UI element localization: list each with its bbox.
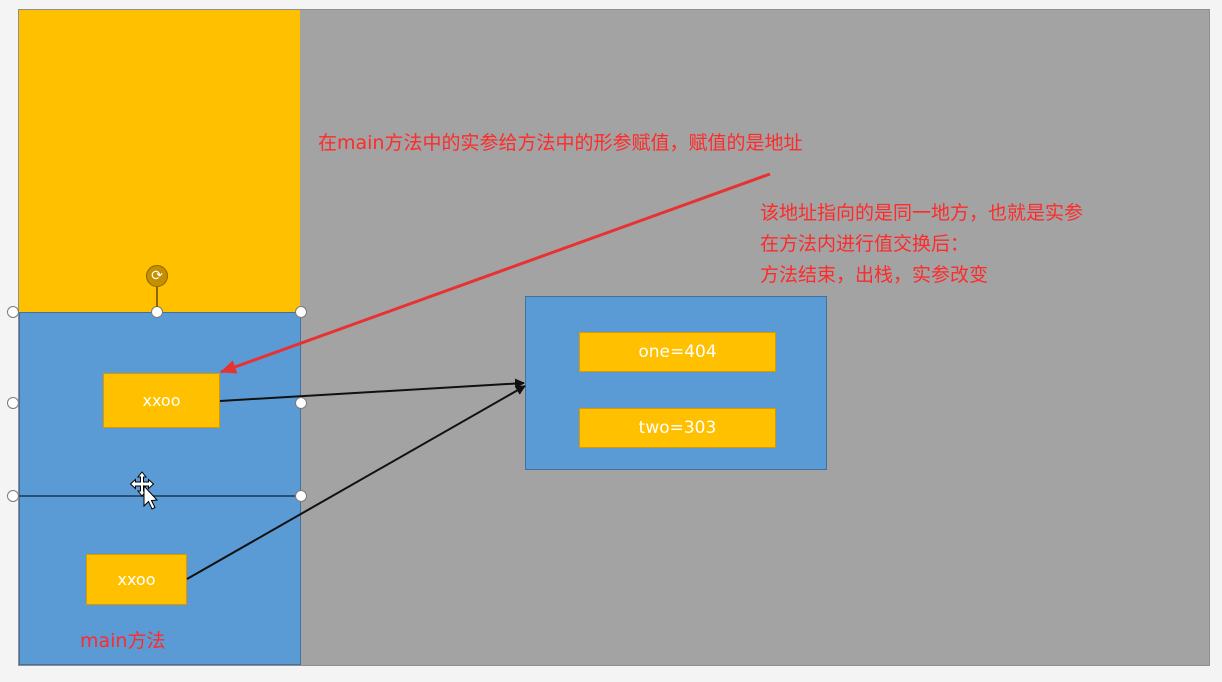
- selection-handle[interactable]: [7, 397, 19, 409]
- heap-field-one: one=404: [579, 332, 776, 372]
- rotate-icon[interactable]: ⟳: [146, 265, 168, 287]
- explain-line: 方法结束，出栈，实参改变: [760, 264, 989, 286]
- selection-handle[interactable]: [151, 306, 163, 318]
- explain-line: 在方法内进行值交换后：: [760, 233, 970, 255]
- explain-line: 该地址指向的是同一地方，也就是实参: [760, 202, 1084, 224]
- stack-label: main方法: [80, 630, 166, 652]
- selection-handle[interactable]: [7, 306, 19, 318]
- selection-handle[interactable]: [295, 490, 307, 502]
- main-frame-reference: xxoo: [86, 554, 187, 605]
- selection-handle[interactable]: [7, 490, 19, 502]
- move-cursor-icon: [129, 471, 159, 510]
- assign-annotation: 在main方法中的实参给方法中的形参赋值，赋值的是地址: [318, 132, 803, 154]
- selection-handle[interactable]: [295, 397, 307, 409]
- heap-field-two: two=303: [579, 408, 776, 448]
- stack-frame-divider[interactable]: [13, 495, 301, 497]
- selection-handle[interactable]: [295, 306, 307, 318]
- rotate-handle-stem: [156, 287, 158, 307]
- swap-frame-reference: xxoo: [103, 373, 220, 428]
- explain-annotation: 该地址指向的是同一地方，也就是实参 在方法内进行值交换后： 方法结束，出栈，实参…: [760, 198, 1083, 291]
